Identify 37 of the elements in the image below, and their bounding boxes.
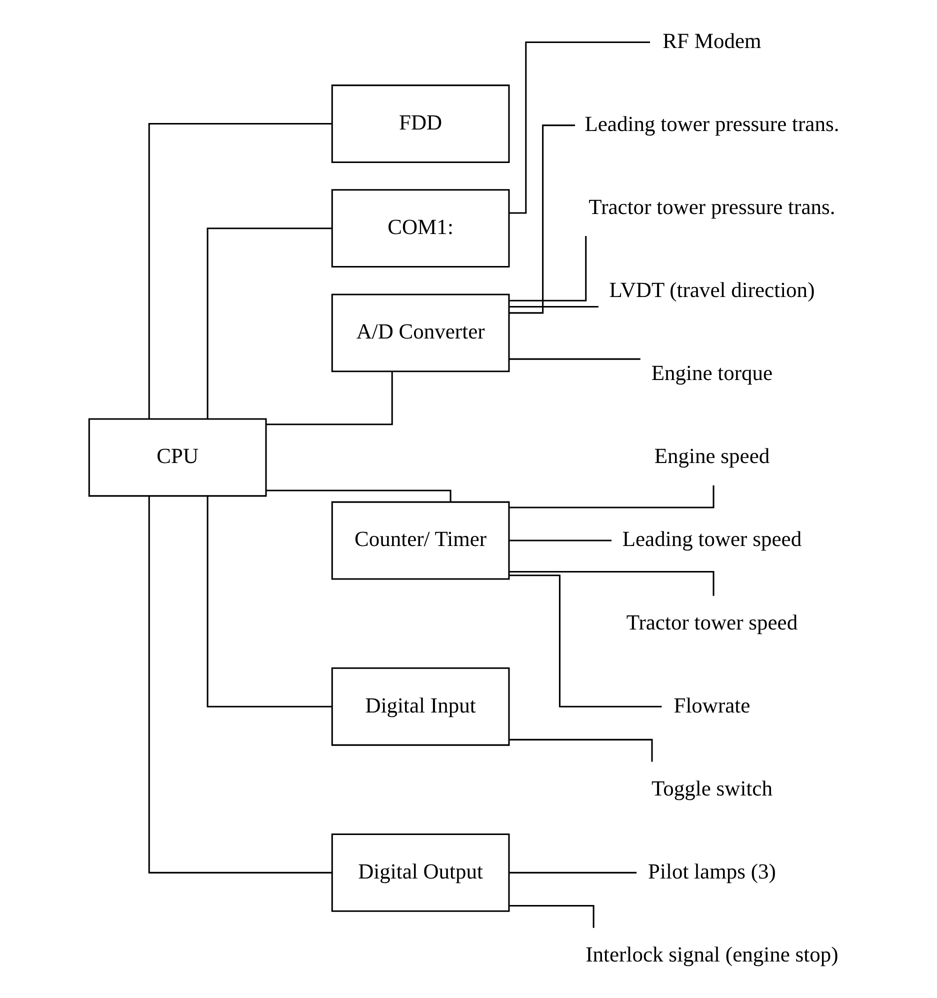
node-box: CPU (88, 418, 266, 497)
node-text: Leading tower pressure trans. (584, 112, 839, 136)
connector (508, 41, 650, 214)
node-box: Digital Output (330, 833, 510, 912)
connector (508, 571, 714, 596)
node-text: Toggle switch (650, 776, 772, 800)
connector (148, 496, 332, 874)
node-box: A/D Converter (330, 294, 510, 372)
node-box: COM1: (330, 189, 510, 268)
connector (508, 485, 714, 508)
node-text: Tractor tower pressure trans. (588, 195, 835, 220)
node-text: Leading tower speed (622, 527, 802, 552)
connector (148, 123, 332, 419)
connector (508, 124, 575, 314)
node-text: Pilot lamps (3) (648, 859, 776, 884)
connector (508, 306, 598, 308)
connector (508, 540, 612, 542)
connector (508, 358, 640, 360)
node-text: Flowrate (673, 693, 750, 718)
connector (508, 738, 652, 762)
connector (508, 574, 662, 708)
connector (508, 872, 636, 874)
node-text: Tractor tower speed (626, 610, 798, 634)
connector (508, 905, 594, 928)
node-text: Interlock signal (engine stop) (585, 942, 838, 966)
node-box: Digital Input (330, 667, 510, 746)
node-text: Engine torque (650, 361, 772, 386)
node-text: RF Modem (662, 28, 761, 53)
node-text: LVDT (travel direction) (608, 278, 814, 302)
connector (206, 228, 332, 419)
connector (266, 490, 451, 502)
connector (508, 236, 586, 302)
connector (206, 496, 332, 708)
connector (266, 372, 392, 426)
node-box: Counter/ Timer (330, 501, 510, 580)
node-text: Engine speed (654, 444, 770, 468)
node-box: FDD (330, 84, 510, 163)
